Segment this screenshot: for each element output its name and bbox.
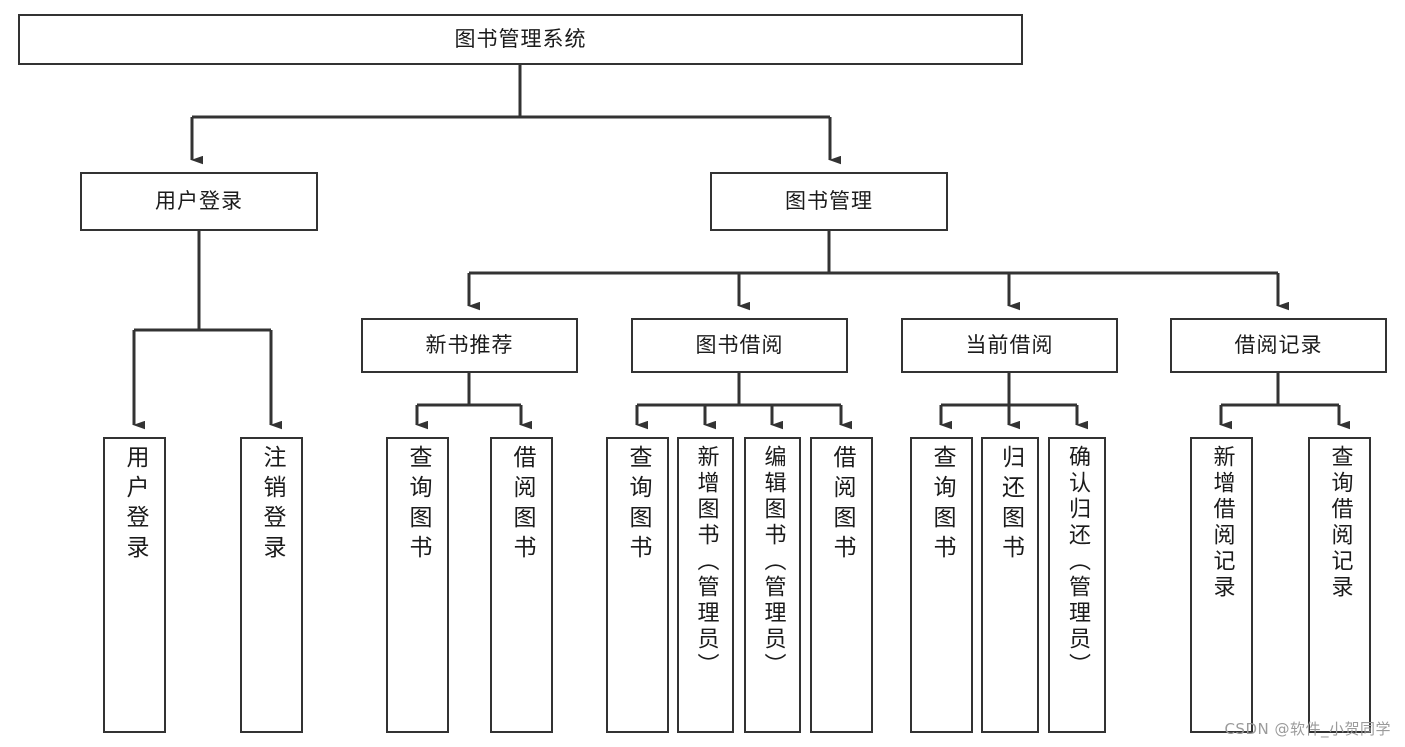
leaf-current-query-book[interactable]: 查询图书 [910,437,973,733]
leaf-current-return-book[interactable]: 归还图书 [981,437,1039,733]
node-borrow-records-label: 借阅记录 [1234,333,1323,358]
leaf-label: 查询借阅记录 [1327,445,1353,601]
leaf-records-query-record[interactable]: 查询借阅记录 [1308,437,1371,733]
leaf-label: 新增图书（管理员） [693,445,719,679]
leaf-label: 查询图书 [929,445,955,565]
leaf-borrow-query-book[interactable]: 查询图书 [606,437,669,733]
leaf-label: 查询图书 [405,445,431,565]
node-new-book-recommend[interactable]: 新书推荐 [361,318,578,373]
node-book-borrow[interactable]: 图书借阅 [631,318,848,373]
node-root[interactable]: 图书管理系统 [18,14,1023,65]
leaf-label: 借阅图书 [509,445,535,565]
watermark: CSDN @软件_小贺同学 [1224,720,1391,738]
node-current-borrow-label: 当前借阅 [965,333,1054,358]
node-book-management-label: 图书管理 [785,189,873,214]
leaf-user-login-logout[interactable]: 注销登录 [240,437,303,733]
leaf-label: 归还图书 [997,445,1024,565]
node-user-login[interactable]: 用户登录 [80,172,318,231]
node-new-book-recommend-label: 新书推荐 [425,333,514,358]
leaf-label: 用户登录 [122,445,148,565]
leaf-label: 注销登录 [259,445,285,565]
leaf-label: 查询图书 [625,445,651,565]
leaf-records-add-record[interactable]: 新增借阅记录 [1190,437,1253,733]
node-book-management[interactable]: 图书管理 [710,172,948,231]
leaf-current-confirm-return-admin[interactable]: 确认归还（管理员） [1048,437,1106,733]
leaf-borrow-add-book-admin[interactable]: 新增图书（管理员） [677,437,734,733]
node-borrow-records[interactable]: 借阅记录 [1170,318,1387,373]
node-book-borrow-label: 图书借阅 [695,333,784,358]
leaf-label: 编辑图书（管理员） [760,445,786,679]
leaf-borrow-edit-book-admin[interactable]: 编辑图书（管理员） [744,437,801,733]
leaf-user-login-login[interactable]: 用户登录 [103,437,166,733]
leaf-borrow-borrow-book[interactable]: 借阅图书 [810,437,873,733]
node-user-login-label: 用户登录 [155,189,243,214]
leaf-recommend-borrow-book[interactable]: 借阅图书 [490,437,553,733]
leaf-label: 借阅图书 [829,445,855,565]
leaf-label: 确认归还（管理员） [1065,445,1090,679]
leaf-label: 新增借阅记录 [1209,445,1235,601]
node-current-borrow[interactable]: 当前借阅 [901,318,1118,373]
leaf-recommend-query-book[interactable]: 查询图书 [386,437,449,733]
node-root-label: 图书管理系统 [454,27,587,52]
